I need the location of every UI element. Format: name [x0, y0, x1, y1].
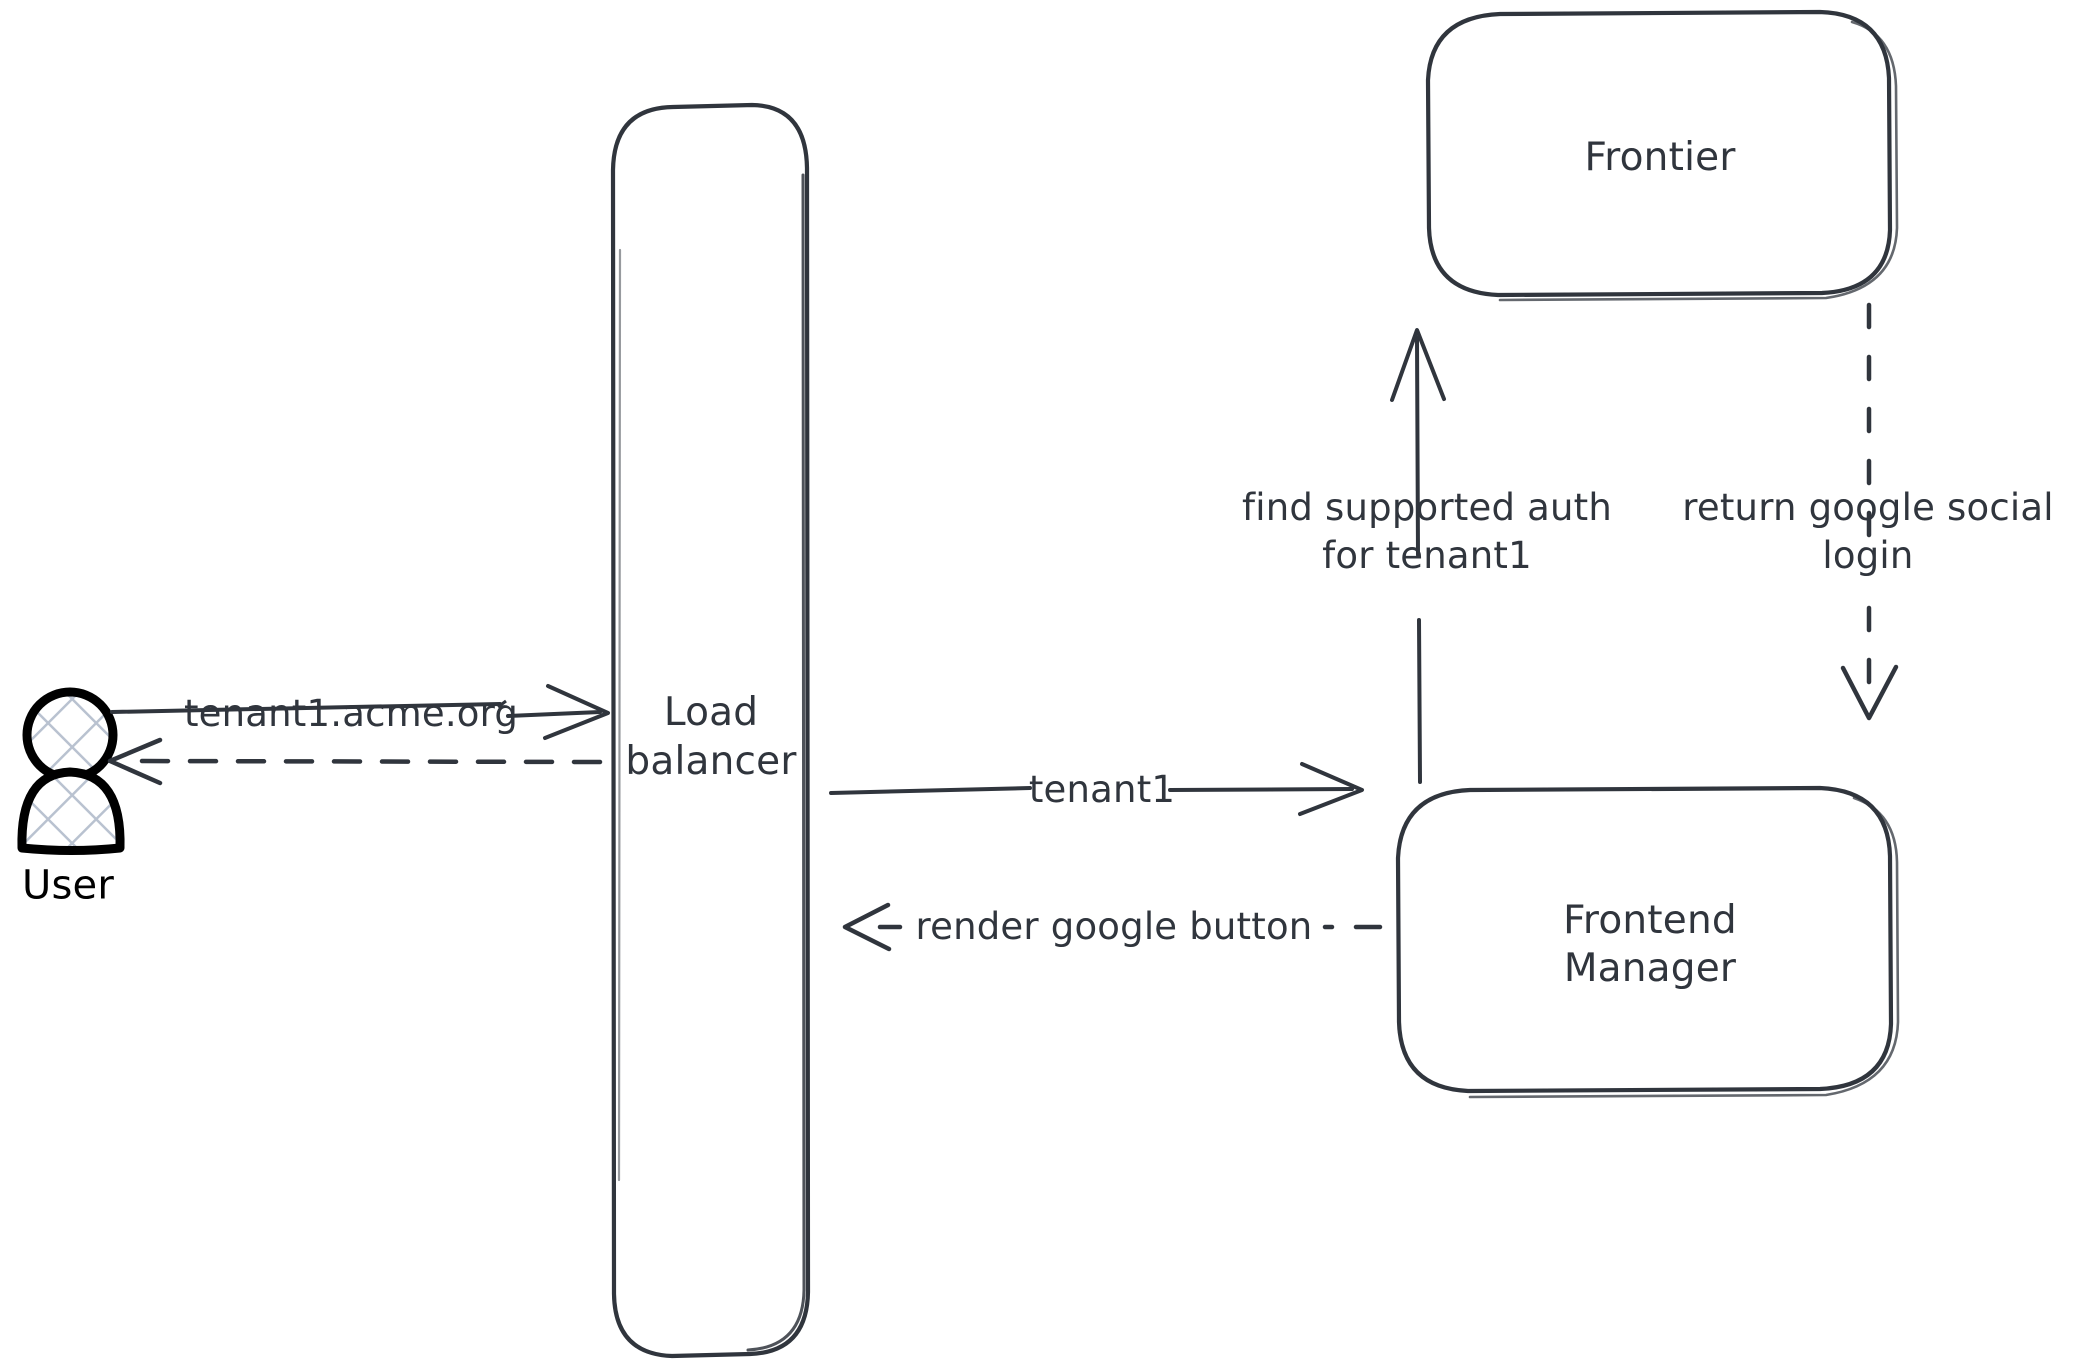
edge-lb-to-fm	[829, 762, 1364, 816]
actor-label-user: User	[22, 862, 114, 909]
edge-label-frontier-to-fm-line1: return google social	[1682, 486, 2054, 530]
node-frontend-manager[interactable]	[1395, 785, 1900, 1099]
edge-label-fm-to-frontier-line2: for tenant1	[1322, 534, 1532, 578]
edge-fm-to-frontier	[1390, 328, 1446, 784]
node-label-frontend-manager-line1: Frontend	[1563, 897, 1737, 943]
edge-lb-to-user	[107, 737, 603, 786]
edge-label-fm-to-lb: render google button	[915, 905, 1313, 949]
edge-user-to-lb	[110, 684, 610, 740]
node-label-frontier: Frontier	[1584, 134, 1736, 180]
edge-fm-to-lb	[842, 902, 1383, 952]
node-label-frontend-manager-line2: Manager	[1563, 945, 1737, 991]
node-load-balancer[interactable]	[610, 102, 811, 1359]
person-icon	[17, 687, 125, 855]
edge-label-user-to-lb: tenant1.acme.org	[183, 692, 519, 736]
edge-label-frontier-to-fm-line2: login	[1822, 534, 1914, 578]
edge-frontier-to-fm	[1840, 302, 1899, 721]
edge-label-lb-to-fm: tenant1	[1028, 768, 1176, 812]
node-label-load-balancer-line1: Load	[663, 689, 759, 735]
node-label-load-balancer-line2: balancer	[625, 738, 797, 784]
edge-label-fm-to-frontier-line1: find supported auth	[1242, 486, 1612, 530]
node-frontier[interactable]	[1425, 9, 1899, 302]
